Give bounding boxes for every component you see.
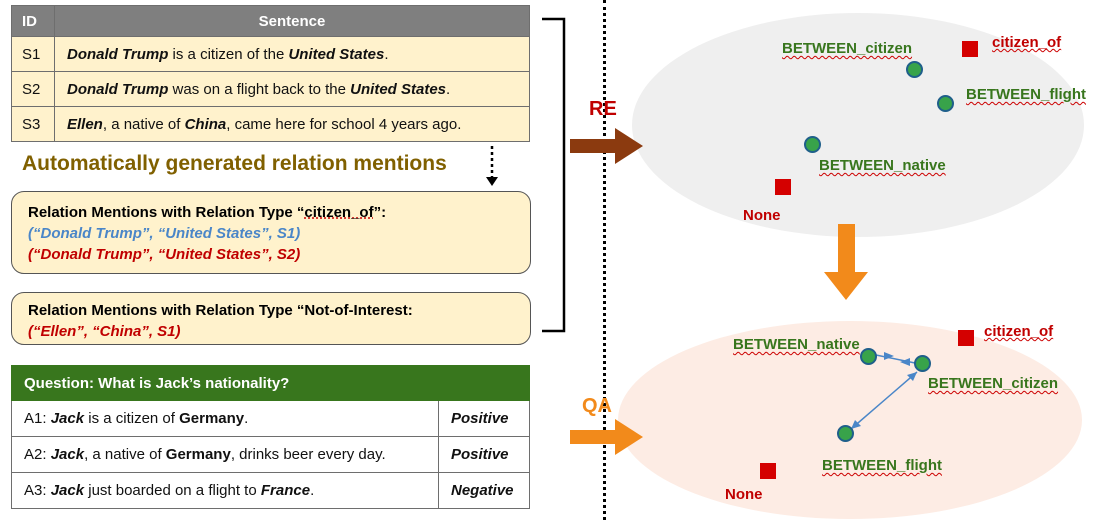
re-ellipse	[632, 13, 1084, 237]
emphasized-text: Ellen	[67, 115, 103, 133]
emphasized-text: Donald Trump	[67, 80, 169, 98]
table-row: S3 Ellen, a native of China, came here f…	[11, 106, 530, 142]
text-segment: is a citizen of	[84, 410, 180, 427]
emphasized-text: Jack	[50, 482, 85, 499]
qa-between-flight-label: BETWEEN_flight	[822, 457, 942, 474]
citizen-of-mentions-box: Relation Mentions with Relation Type “ci…	[11, 191, 531, 274]
sentence-text: Donald Trump is a citizen of the United …	[54, 36, 530, 72]
emphasized-text: Jack	[50, 410, 85, 427]
answer-label: Positive	[438, 436, 530, 473]
text-segment: , a native of	[102, 115, 185, 133]
re-citizen-of-label: citizen_of	[992, 34, 1062, 51]
bracket	[542, 17, 566, 333]
not-of-interest-box: Relation Mentions with Relation Type “No…	[11, 292, 531, 345]
text-segment: A2:	[24, 446, 51, 463]
text-segment: was on a flight back to the	[168, 80, 351, 98]
re-between-native-point	[804, 136, 821, 153]
table-row: A1: Jack is a citizen of Germany. Positi…	[11, 400, 530, 437]
dotted-down-arrow	[486, 146, 498, 186]
qa-citizen-of-point	[958, 330, 974, 346]
qa-arrow	[570, 419, 643, 455]
emphasized-text: United States	[350, 80, 447, 98]
arrowhead-icon	[884, 352, 894, 360]
answer-text: A2: Jack, a native of Germany, drinks be…	[11, 436, 439, 473]
answer-text: A1: Jack is a citizen of Germany.	[11, 400, 439, 437]
text-segment: A1:	[24, 410, 51, 427]
box-title-pre: Relation Mentions with Relation Type “	[28, 204, 305, 221]
text-segment: , came here for school 4 years ago.	[226, 115, 462, 133]
qa-ellipse	[618, 321, 1082, 519]
re-between-flight-label: BETWEEN_flight	[966, 86, 1086, 103]
re-between-native-label: BETWEEN_native	[819, 157, 946, 174]
separator-line	[603, 0, 606, 520]
qa-between-citizen-point	[914, 355, 931, 372]
qa-none-label: None	[725, 486, 763, 503]
re-between-citizen-point	[906, 61, 923, 78]
text-segment: , a native of	[84, 446, 166, 463]
text-segment: .	[384, 45, 389, 63]
auto-generated-title: Automatically generated relation mention…	[22, 152, 447, 175]
text-segment: is a citizen of the	[168, 45, 289, 63]
text-segment: A3:	[24, 482, 51, 499]
text-segment: .	[310, 482, 315, 499]
sentence-text: Donald Trump was on a flight back to the…	[54, 71, 530, 107]
emphasized-text: Germany	[165, 446, 231, 463]
answer-label: Positive	[438, 400, 530, 437]
emphasized-text: United States	[288, 45, 385, 63]
qa-label: QA	[582, 395, 612, 417]
qa-table: Question: What is Jack’s nationality? A1…	[11, 365, 530, 509]
text-segment: .	[244, 410, 249, 427]
sentence-id: S2	[11, 71, 55, 107]
citizen-flight-link	[850, 371, 918, 430]
box-title: Relation Mentions with Relation Type “No…	[28, 302, 413, 319]
mention-ellen: (“Ellen”, “China”, S1)	[28, 323, 181, 340]
table-row: A3: Jack just boarded on a flight to Fra…	[11, 472, 530, 509]
sentence-table-header: ID Sentence	[11, 5, 530, 37]
sentence-table: ID Sentence S1 Donald Trump is a citizen…	[11, 5, 530, 142]
emphasized-text: Donald Trump	[67, 45, 169, 63]
table-row: A2: Jack, a native of Germany, drinks be…	[11, 436, 530, 473]
qa-citizen-of-label: citizen_of	[984, 323, 1054, 340]
qa-between-native-label: BETWEEN_native	[733, 336, 860, 353]
table-row: S1 Donald Trump is a citizen of the Unit…	[11, 36, 530, 72]
re-arrow	[570, 128, 643, 164]
mention-s1: (“Donald Trump”, “United States”, S1)	[28, 225, 301, 242]
relation-type: citizen_of	[304, 204, 374, 221]
arrowhead-icon	[907, 372, 917, 381]
re-none-label: None	[743, 207, 781, 224]
re-label: RE	[589, 98, 617, 120]
box-title-post: ”:	[373, 204, 387, 221]
qa-between-flight-point	[837, 425, 854, 442]
emphasized-text: Germany	[179, 410, 245, 427]
text-segment: .	[446, 80, 451, 98]
arrowhead-icon	[900, 358, 910, 366]
emphasized-text: France	[260, 482, 311, 499]
qa-none-point	[760, 463, 776, 479]
text-segment: , drinks beer every day.	[230, 446, 386, 463]
sentence-text: Ellen, a native of China, came here for …	[54, 106, 530, 142]
qa-table-header: Question: What is Jack’s nationality?	[11, 365, 530, 401]
re-between-flight-point	[937, 95, 954, 112]
table-row: S2 Donald Trump was on a flight back to …	[11, 71, 530, 107]
question-text: Question: What is Jack’s nationality?	[11, 365, 530, 401]
down-arrow	[824, 224, 868, 300]
emphasized-text: China	[184, 115, 227, 133]
arrowhead-icon	[851, 420, 861, 429]
box-title: Relation Mentions with Relation Type “ci…	[28, 202, 530, 223]
header-id: ID	[11, 5, 55, 37]
re-none-point	[775, 179, 791, 195]
re-between-citizen-label: BETWEEN_citizen	[782, 40, 913, 57]
qa-between-native-point	[860, 348, 877, 365]
mention-s2: (“Donald Trump”, “United States”, S2)	[28, 246, 301, 263]
re-citizen-of-point	[962, 41, 978, 57]
qa-between-citizen-label: BETWEEN_citizen	[928, 375, 1059, 392]
answer-label: Negative	[438, 472, 530, 509]
text-segment: just boarded on a flight to	[84, 482, 261, 499]
answer-text: A3: Jack just boarded on a flight to Fra…	[11, 472, 439, 509]
emphasized-text: Jack	[50, 446, 85, 463]
